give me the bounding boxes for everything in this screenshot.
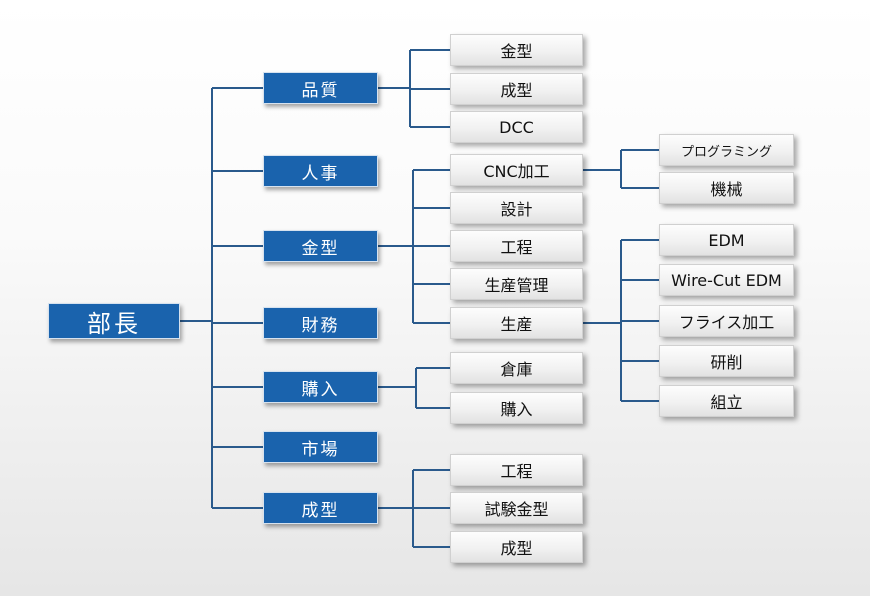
- production-child-milling: フライス加工: [659, 305, 794, 337]
- dept-molding: 成型: [263, 492, 378, 524]
- connector-quality: [378, 49, 450, 128]
- connector-molding: [378, 469, 450, 548]
- purchasing-child-warehouse: 倉庫: [450, 352, 583, 384]
- molding-child-molding: 成型: [450, 531, 583, 563]
- mold-child-process: 工程: [450, 230, 583, 262]
- dept-hr: 人事: [263, 155, 378, 187]
- molding-child-trial-mold: 試験金型: [450, 492, 583, 524]
- mold-child-production: 生産: [450, 307, 583, 339]
- connector-mold: [378, 169, 450, 324]
- quality-child-mold: 金型: [450, 34, 583, 66]
- node-root: 部長: [48, 303, 180, 339]
- dept-market: 市場: [263, 431, 378, 463]
- dept-quality: 品質: [263, 72, 378, 104]
- cnc-child-programming: プログラミング: [659, 134, 794, 166]
- mold-child-design: 設計: [450, 192, 583, 224]
- production-child-assembly: 組立: [659, 385, 794, 417]
- connector-root-branches: [212, 87, 263, 509]
- quality-child-dcc: DCC: [450, 111, 583, 143]
- connector-purchasing: [378, 367, 450, 409]
- dept-purchasing: 購入: [263, 371, 378, 403]
- connector-production: [583, 239, 659, 402]
- production-child-grinding: 研削: [659, 345, 794, 377]
- dept-mold: 金型: [263, 230, 378, 262]
- molding-child-process: 工程: [450, 454, 583, 486]
- production-child-wire-cut-edm: Wire-Cut EDM: [659, 264, 794, 296]
- connector-cnc: [583, 149, 659, 189]
- cnc-child-machine: 機械: [659, 172, 794, 204]
- mold-child-cnc: CNC加工: [450, 154, 583, 186]
- production-child-edm: EDM: [659, 224, 794, 256]
- dept-finance: 財務: [263, 307, 378, 339]
- quality-child-molding: 成型: [450, 73, 583, 105]
- purchasing-child-purchasing: 購入: [450, 392, 583, 424]
- mold-child-production-control: 生産管理: [450, 268, 583, 300]
